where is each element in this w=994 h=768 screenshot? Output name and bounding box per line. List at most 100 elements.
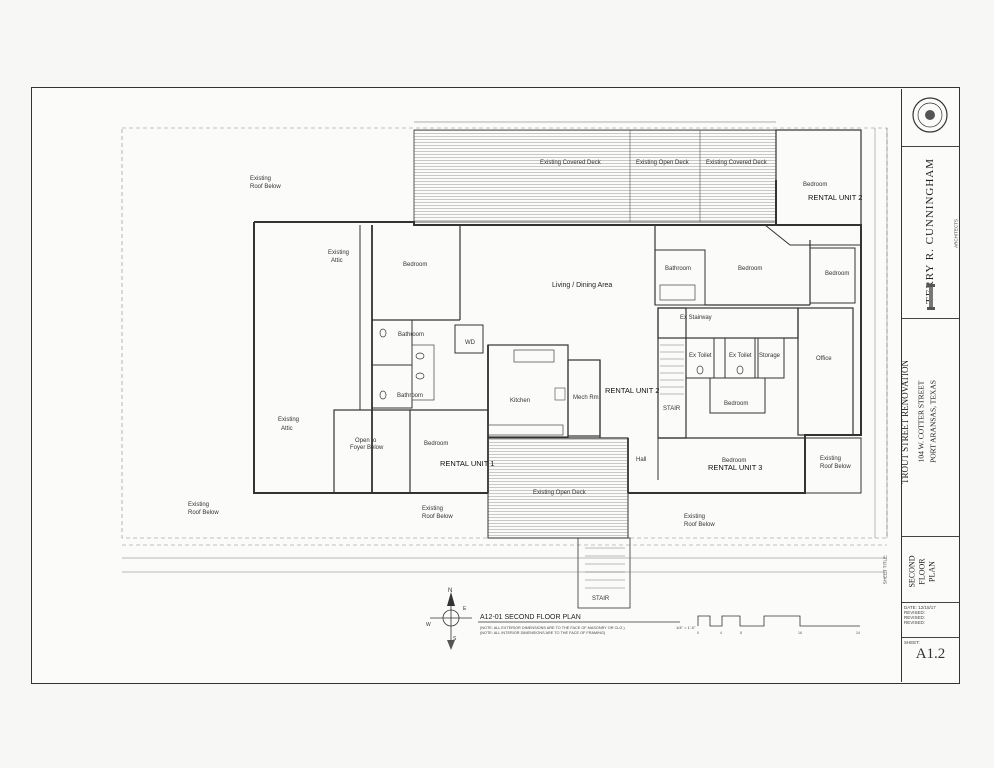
label-bathroom: Bathroom <box>397 393 423 399</box>
shower <box>411 344 435 401</box>
label-bedroom: Bedroom <box>403 262 427 268</box>
label-ex-toilet: Ex Toilet <box>689 353 712 359</box>
label-hall: Hall <box>636 457 646 463</box>
sink <box>415 352 425 360</box>
office-walls <box>797 307 854 436</box>
sheet-title-line: SECOND <box>907 555 917 588</box>
bedroom-small <box>709 377 766 414</box>
project-city: PORT ARANSAS, TEXAS <box>928 380 938 463</box>
wd-closet <box>454 324 484 354</box>
label-living-dining: Living / Dining Area <box>552 282 612 289</box>
toilet <box>379 328 387 338</box>
ex-toilet-room <box>685 337 715 379</box>
label-bedroom: Bedroom <box>424 441 448 447</box>
kitchen-island <box>513 349 555 363</box>
label-existing-roof: Roof Below <box>422 514 453 520</box>
label-ex-stairway: Ex Stairway <box>680 315 712 321</box>
label-existing-attic: Attic <box>281 426 293 432</box>
ex-stairway <box>657 307 799 339</box>
label-existing-open-deck: Existing Open Deck <box>533 490 587 496</box>
architect-seal-cell <box>902 89 959 147</box>
stair-treads <box>660 344 684 395</box>
fridge <box>554 387 566 401</box>
label-bathroom: Bathroom <box>665 266 691 272</box>
drawing-note: (NOTE: ALL INTERIOR DIMENSIONS ARE TO TH… <box>480 631 606 635</box>
toilet <box>379 390 387 400</box>
sheet-label: SHEET: <box>904 640 920 645</box>
scale-tick-label: 8 <box>740 631 742 635</box>
label-existing-roof: Roof Below <box>820 464 851 470</box>
label-storage: Storage <box>759 353 781 359</box>
compass-e: E <box>463 606 467 612</box>
sheet-title-line: FLOOR <box>917 558 927 585</box>
architect-seal-icon <box>912 97 948 133</box>
compass-s: S <box>453 636 457 642</box>
label-bedroom: Bedroom <box>724 401 748 407</box>
label-rental-unit: RENTAL UNIT 1 <box>440 459 494 468</box>
building-outline-left <box>253 222 488 494</box>
revised-label: REVISED: <box>904 615 926 620</box>
drawing-scale: 1/4" = 1'-0" <box>676 625 696 630</box>
scale-tick-label: 4 <box>720 631 722 635</box>
bottom-open-deck <box>487 437 629 539</box>
kitchen-counter <box>487 424 564 436</box>
label-existing-roof: Roof Below <box>684 522 715 528</box>
label-rental-unit: RENTAL UNIT 3 <box>708 463 762 472</box>
label-open-to-foyer: Open to <box>355 438 377 444</box>
compass-w: W <box>426 622 431 628</box>
label-stair: STAIR <box>592 596 610 602</box>
label-existing-roof: Roof Below <box>188 510 219 516</box>
label-existing-roof: Existing <box>250 176 271 182</box>
roof-below-box <box>804 437 862 494</box>
drawing-title: A12-01 SECOND FLOOR PLAN <box>480 614 581 621</box>
label-bathroom: Bathroom <box>398 332 424 338</box>
unit2-bedroom-walls <box>775 129 862 226</box>
label-bedroom: Bedroom <box>722 458 746 464</box>
graphic-scale: 0 4 8 16 24 <box>697 615 860 635</box>
label-existing-roof: Existing <box>820 456 841 462</box>
kitchen-walls <box>487 344 569 438</box>
revised-label: REVISED: <box>904 620 926 625</box>
label-existing-roof: Existing <box>684 514 705 520</box>
label-rental-unit: RENTAL UNIT 2 <box>808 193 862 202</box>
sheet-title-line: PLAN <box>927 561 937 582</box>
sink <box>415 372 425 380</box>
label-ex-toilet: Ex Toilet <box>729 353 752 359</box>
sheet-title-label: SHEET TITLE: <box>882 554 888 585</box>
label-existing-covered-deck: Existing Covered Deck <box>540 160 602 166</box>
scale-tick-label: 24 <box>856 631 860 635</box>
top-deck <box>413 129 777 223</box>
project-address: 104 W. COTTER STREET <box>916 380 926 463</box>
exterior-stair-treads <box>585 547 625 589</box>
label-bedroom: Bedroom <box>738 266 762 272</box>
label-existing-attic: Existing <box>328 250 349 256</box>
date-label: DATE: <box>904 605 917 610</box>
label-existing-covered-deck: Existing Covered Deck <box>706 160 768 166</box>
label-kitchen: Kitchen <box>510 398 530 404</box>
label-mech-room: Mech Rm <box>573 395 599 401</box>
storage-room <box>757 337 785 379</box>
label-open-to-foyer: Foyer Below <box>350 445 384 451</box>
open-to-foyer <box>333 409 411 494</box>
column-logo-icon <box>927 284 935 310</box>
architect-sub: ARCHITECTS <box>953 219 959 248</box>
scale-tick-label: 16 <box>798 631 802 635</box>
date-row: DATE: 12/15/17 <box>904 605 957 610</box>
north-arrow-icon: N S E W <box>426 588 472 650</box>
project-name: TROUT STREET RENOVATION <box>900 360 910 485</box>
exterior-stair <box>577 537 631 609</box>
wall-angled <box>764 224 861 246</box>
label-rental-unit: RENTAL UNIT 2 <box>605 386 659 395</box>
label-office: Office <box>816 356 832 362</box>
label-bedroom: Bedroom <box>825 271 849 277</box>
project-cell: TROUT STREET RENOVATION 104 W. COTTER ST… <box>900 319 959 537</box>
label-wd: WD <box>465 340 476 346</box>
revision-cell: DATE: 12/15/17 REVISED: REVISED: REVISED… <box>902 603 959 638</box>
bathtub <box>659 284 696 301</box>
label-existing-roof: Existing <box>188 502 209 508</box>
sheet-number: A1.2 <box>915 646 946 662</box>
sheet-title-cell: SHEET TITLE: SECOND FLOOR PLAN <box>883 537 959 603</box>
toilet <box>696 365 704 375</box>
toilet <box>736 365 744 375</box>
